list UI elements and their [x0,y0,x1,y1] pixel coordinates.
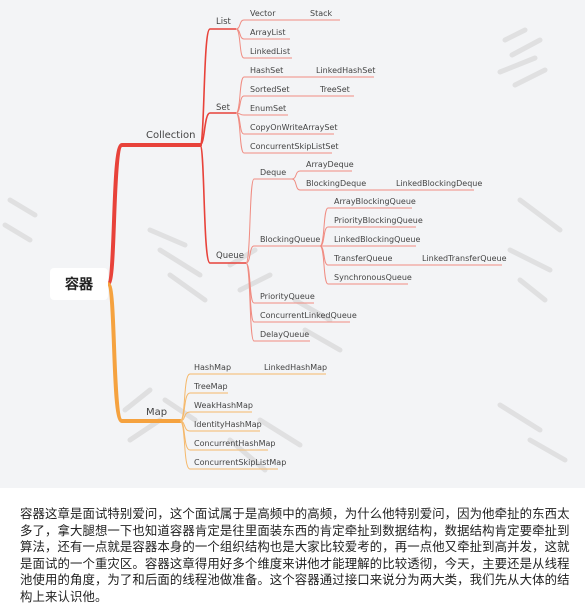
node-linkedhashset: LinkedHashSet [316,66,375,75]
node-identityhashmap: IdentityHashMap [194,420,262,429]
node-arraylist: ArrayList [250,28,286,37]
node-linkedblockingdeque: LinkedBlockingDeque [396,179,482,188]
node-enumset: EnumSet [250,104,286,113]
node-linkedhashmap: LinkedHashMap [264,363,327,372]
node-treemap: TreeMap [193,382,228,391]
node-sortedset: SortedSet [250,85,290,94]
node-concurrentlinkedqueue: ConcurrentLinkedQueue [260,311,357,320]
node-stack: Stack [310,9,333,18]
node-collection: Collection [146,130,195,141]
collection-connectors [199,28,246,264]
mind-map-panel: Collection Map List Set Queue Vector Sta… [0,0,585,488]
node-priorityblockingqueue: PriorityBlockingQueue [334,216,423,225]
node-concurrenthashmap: ConcurrentHashMap [194,439,275,448]
root-node: 容器 [50,268,108,300]
map-connectors [179,373,326,470]
node-list: List [216,17,232,27]
mind-map-diagram: Collection Map List Set Queue Vector Sta… [2,9,568,473]
node-deque: Deque [260,168,286,177]
node-treeset: TreeSet [319,85,350,94]
node-linkedblockingqueue: LinkedBlockingQueue [334,235,420,244]
node-vector: Vector [250,9,276,18]
node-hashmap: HashMap [194,363,231,372]
node-arraydeque: ArrayDeque [306,160,354,169]
list-connectors [235,19,340,59]
branch-collection [106,143,202,286]
node-set: Set [216,103,231,113]
queue-connectors [245,170,502,342]
node-weakhashmap: WeakHashMap [194,401,253,410]
node-transferqueue: TransferQueue [333,254,393,263]
node-copyonwritearrayset: CopyOnWriteArraySet [250,123,337,132]
node-concurrentskiplistset: ConcurrentSkipListSet [250,142,339,151]
node-delayqueue: DelayQueue [260,330,309,339]
node-hashset: HashSet [250,66,283,75]
node-concurrentskiplistmap: ConcurrentSkipListMap [194,458,286,467]
node-synchronousqueue: SynchronousQueue [334,273,412,282]
node-priorityqueue: PriorityQueue [260,292,315,301]
node-linkedlist: LinkedList [250,47,290,56]
set-connectors [235,76,374,154]
node-linkedtransferqueue: LinkedTransferQueue [422,254,507,263]
node-map: Map [146,407,167,418]
node-blockingdeque: BlockingDeque [306,179,366,188]
node-queue: Queue [216,251,244,261]
description-paragraph: 容器这章是面试特别爱问，这个面试属于是高频中的高频，为什么他特别爱问，因为他牵扯… [20,506,570,604]
branch-map [106,282,182,423]
node-blockingqueue: BlockingQueue [260,235,320,244]
node-arrayblockingqueue: ArrayBlockingQueue [334,197,416,206]
